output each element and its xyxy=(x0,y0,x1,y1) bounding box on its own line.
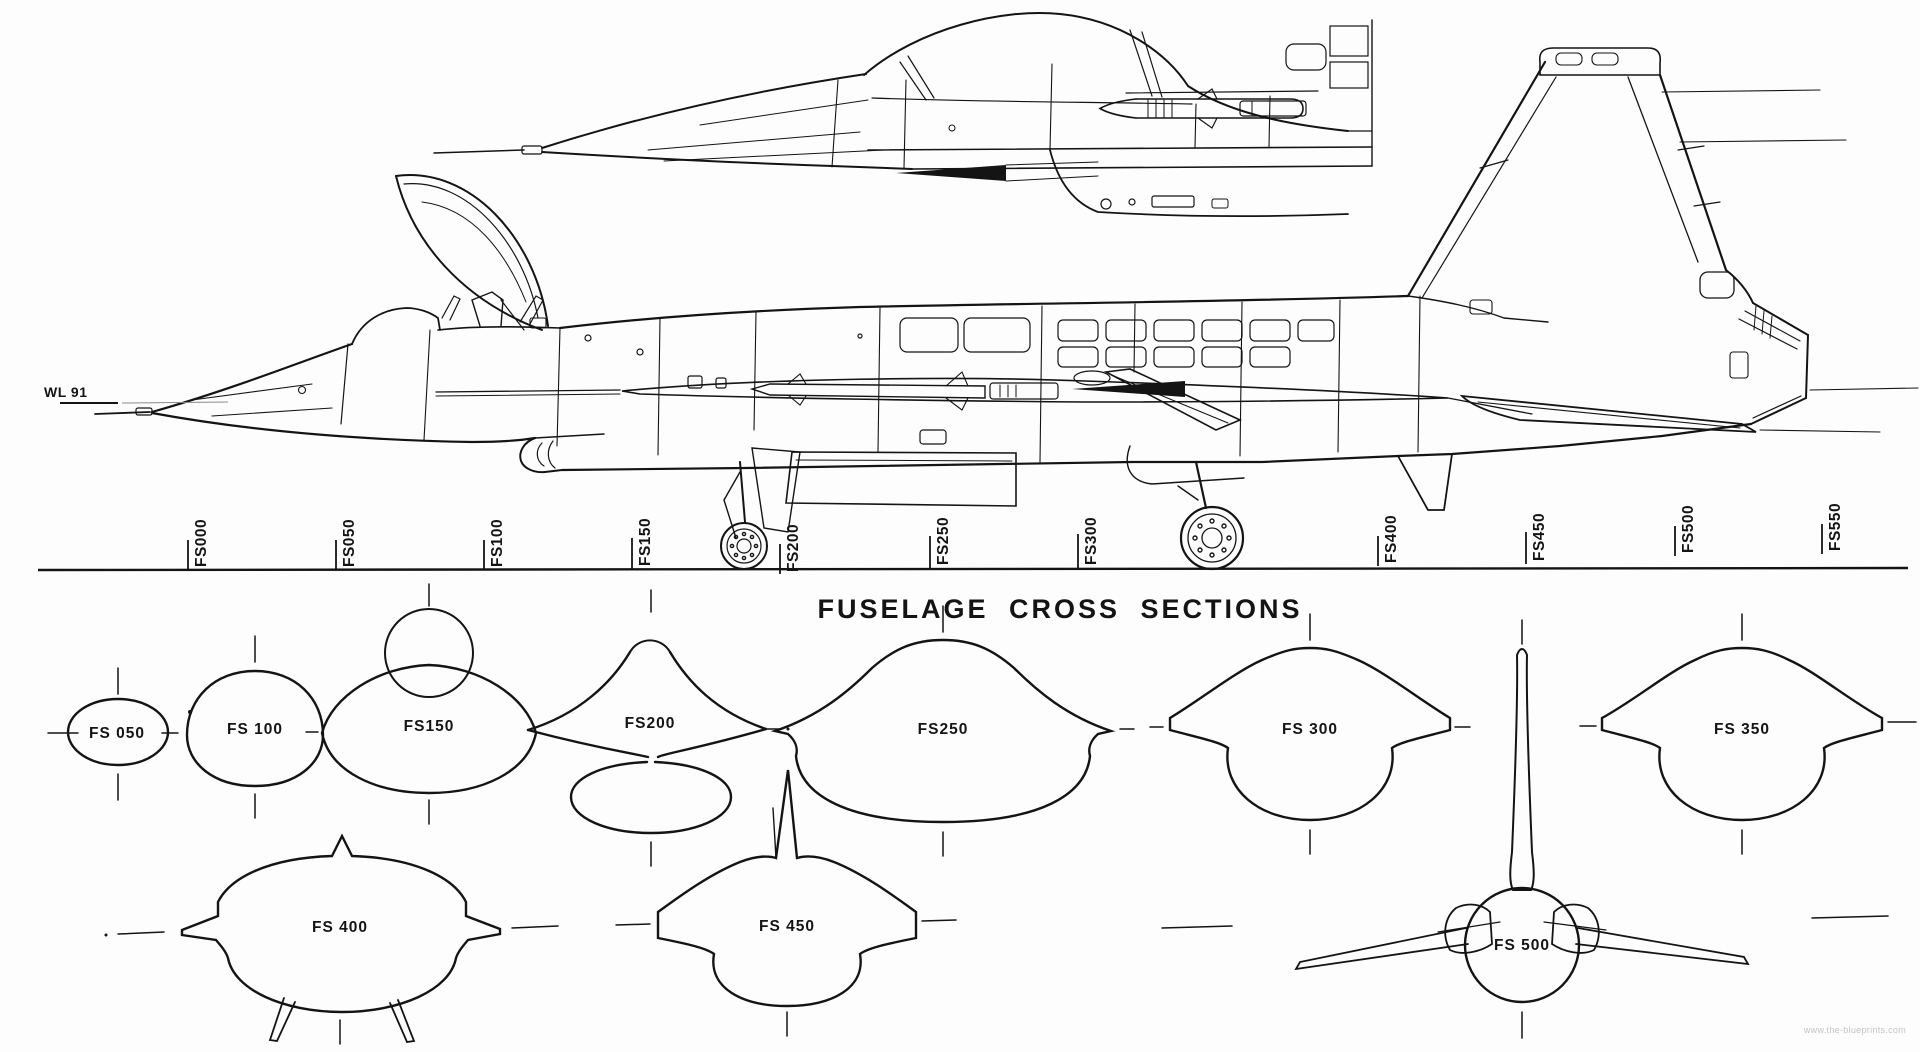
section-fs150-canopy xyxy=(384,608,474,698)
centerline-ticks xyxy=(47,583,1917,867)
reference-lines xyxy=(1661,89,1919,433)
station-label: FS500 xyxy=(1680,505,1697,553)
station-labels: FS000 FS050 FS100 FS150 FS200 FS250 FS30… xyxy=(193,503,1844,572)
section-fs350 xyxy=(1600,646,1884,822)
station-label: FS300 xyxy=(1083,517,1100,565)
station-label: FS000 xyxy=(193,519,210,567)
vertical-tail xyxy=(1406,47,1728,323)
section-fs300 xyxy=(1168,646,1452,822)
section-label: FS 500 xyxy=(1494,937,1550,954)
waterline-reference: WL 91 xyxy=(44,384,229,404)
closed-canopy xyxy=(863,11,1349,132)
station-label: FS050 xyxy=(341,519,358,567)
wing-root xyxy=(621,377,1533,415)
fuselage-bottom xyxy=(150,411,537,444)
nose-gear-door xyxy=(751,447,801,533)
section-label: FS250 xyxy=(918,721,969,738)
section-label: FS 400 xyxy=(312,919,368,936)
strake-dart xyxy=(896,165,1006,181)
ejection-seat xyxy=(471,291,504,327)
station-label: FS150 xyxy=(637,518,654,566)
ventral-fin xyxy=(1397,453,1453,511)
station-ticks xyxy=(187,524,1823,574)
station-label: FS200 xyxy=(785,524,802,572)
page-title: FUSELAGE CROSS SECTIONS xyxy=(817,594,1302,624)
station-label: FS400 xyxy=(1383,515,1400,563)
section-fs500 xyxy=(1294,886,1750,1004)
station-label: FS100 xyxy=(489,519,506,567)
section-fs200-tank xyxy=(569,760,733,835)
station-baseline xyxy=(37,524,1909,574)
horizontal-stabilizer xyxy=(1459,394,1757,433)
section-label: FS 350 xyxy=(1714,721,1770,738)
top-detail-view xyxy=(433,11,1373,217)
open-canopy xyxy=(395,174,549,331)
section-label: FS 050 xyxy=(89,725,145,742)
waterline-label: WL 91 xyxy=(44,384,87,400)
section-label: FS150 xyxy=(404,718,455,735)
cross-sections-row1 xyxy=(47,583,1917,891)
speedbrake-open xyxy=(1103,368,1242,431)
access-panels xyxy=(584,317,1335,445)
baseline xyxy=(37,566,1909,572)
section-fs400 xyxy=(180,833,502,1043)
windshield xyxy=(351,307,441,345)
main-side-view xyxy=(94,47,1919,571)
main-landing-gear xyxy=(1126,445,1245,571)
pitot-probe xyxy=(94,411,151,415)
station-label: FS250 xyxy=(935,517,952,565)
cross-section-labels: FS 050 FS 100 FS150 FS200 FS250 FS 300 F… xyxy=(89,715,1770,954)
section-label: FS 100 xyxy=(227,721,283,738)
section-fs450 xyxy=(656,769,918,1008)
cross-sections-row2 xyxy=(104,769,1889,1045)
watermark: www.the-blueprints.com xyxy=(1803,1025,1906,1035)
station-label: FS450 xyxy=(1531,513,1548,561)
gear-door-open xyxy=(785,451,1017,507)
station-label: FS550 xyxy=(1827,503,1844,551)
section-label: FS 300 xyxy=(1282,721,1338,738)
section-fs500-fin-blade xyxy=(1509,648,1535,891)
engine-nozzle xyxy=(1699,269,1809,425)
pitot-probe xyxy=(433,149,525,154)
section-label: FS200 xyxy=(625,715,676,732)
wingtip-missile xyxy=(749,371,1059,411)
fin-tip-antenna-fairing xyxy=(1538,47,1662,76)
centerline-ticks xyxy=(104,915,1889,1045)
hud xyxy=(441,295,461,321)
section-label: FS 450 xyxy=(759,918,815,935)
section-fs050 xyxy=(66,697,170,767)
fuselage-top xyxy=(150,342,354,414)
missile-detail xyxy=(1098,88,1319,129)
nose-landing-gear xyxy=(720,461,768,570)
section-fs200 xyxy=(526,639,768,835)
engine-inlet xyxy=(519,433,1134,474)
section-fs250 xyxy=(770,638,1116,824)
